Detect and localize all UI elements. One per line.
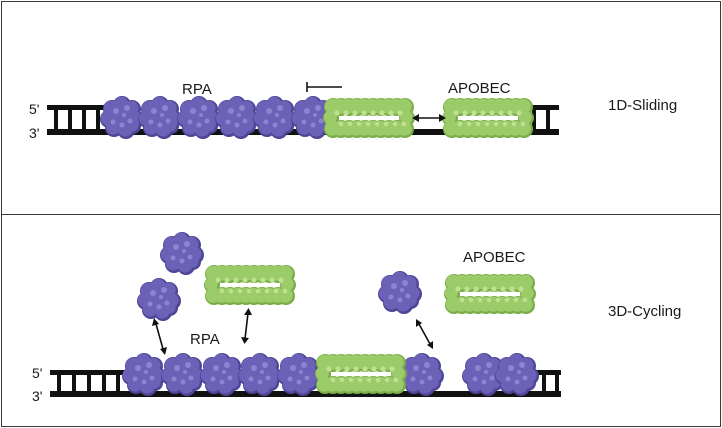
- double-arrow-rpa-exchange: [416, 319, 433, 349]
- strand-3-prime-label: 3': [29, 125, 39, 141]
- rpa-protein: [200, 353, 244, 396]
- apobec-protein-free: [444, 274, 536, 314]
- rpa-protein: [100, 96, 144, 139]
- rpa-label: RPA: [190, 331, 220, 348]
- dna-top-strand-right: [519, 105, 559, 110]
- dna-rungs-left: [57, 375, 120, 391]
- mode-label-3d-cycling: 3D-Cycling: [608, 303, 681, 320]
- dna-top-strand-right: [536, 370, 561, 375]
- dna-top-strand-left: [47, 105, 109, 110]
- strand-5-prime-label: 5': [32, 365, 42, 381]
- panel-1d-sliding: 5' 3' RPA APOBEC 1D-Sliding: [1, 1, 721, 215]
- apobec-label: APOBEC: [463, 249, 526, 266]
- apobec-protein: [442, 98, 534, 138]
- rpa-protein-free: [160, 232, 204, 275]
- rpa-protein: [277, 353, 321, 396]
- dna-rungs-right: [532, 110, 550, 129]
- apobec-protein: [323, 98, 415, 138]
- rpa-protein: [253, 96, 297, 139]
- dna-top-strand-left: [50, 370, 124, 375]
- rpa-protein: [291, 96, 335, 139]
- rpa-protein: [215, 96, 259, 139]
- apobec-protein: [315, 354, 407, 394]
- rpa-protein: [495, 353, 539, 396]
- rpa-chain: [100, 96, 335, 139]
- double-arrow-sliding: [412, 114, 446, 122]
- panel-3d-cycling: 5' 3': [1, 214, 721, 427]
- mode-label-1d-sliding: 1D-Sliding: [608, 97, 677, 114]
- rpa-protein-free: [137, 278, 181, 321]
- blocked-sliding-symbol: [306, 82, 342, 92]
- rpa-protein: [238, 353, 282, 396]
- double-arrow-rpa-exchange: [152, 318, 167, 355]
- double-arrow-apobec-exchange: [241, 308, 252, 344]
- rpa-protein: [161, 353, 205, 396]
- rpa-chain: [122, 353, 539, 396]
- diagram-3d-cycling: 5' 3': [32, 232, 681, 404]
- dna-rungs-left: [54, 110, 100, 129]
- rpa-protein: [122, 353, 166, 396]
- strand-5-prime-label: 5': [29, 101, 39, 117]
- apobec-protein-free: [204, 265, 296, 305]
- rpa-protein-free: [378, 271, 422, 314]
- strand-3-prime-label: 3': [32, 388, 42, 404]
- rpa-protein: [138, 96, 182, 139]
- rpa-protein: [177, 96, 221, 139]
- diagram-1d-sliding: 5' 3' RPA APOBEC 1D-Sliding: [29, 80, 677, 141]
- rpa-protein: [400, 353, 444, 396]
- rpa-label: RPA: [182, 81, 212, 98]
- apobec-label: APOBEC: [448, 80, 511, 97]
- dna-rungs-right: [542, 375, 559, 391]
